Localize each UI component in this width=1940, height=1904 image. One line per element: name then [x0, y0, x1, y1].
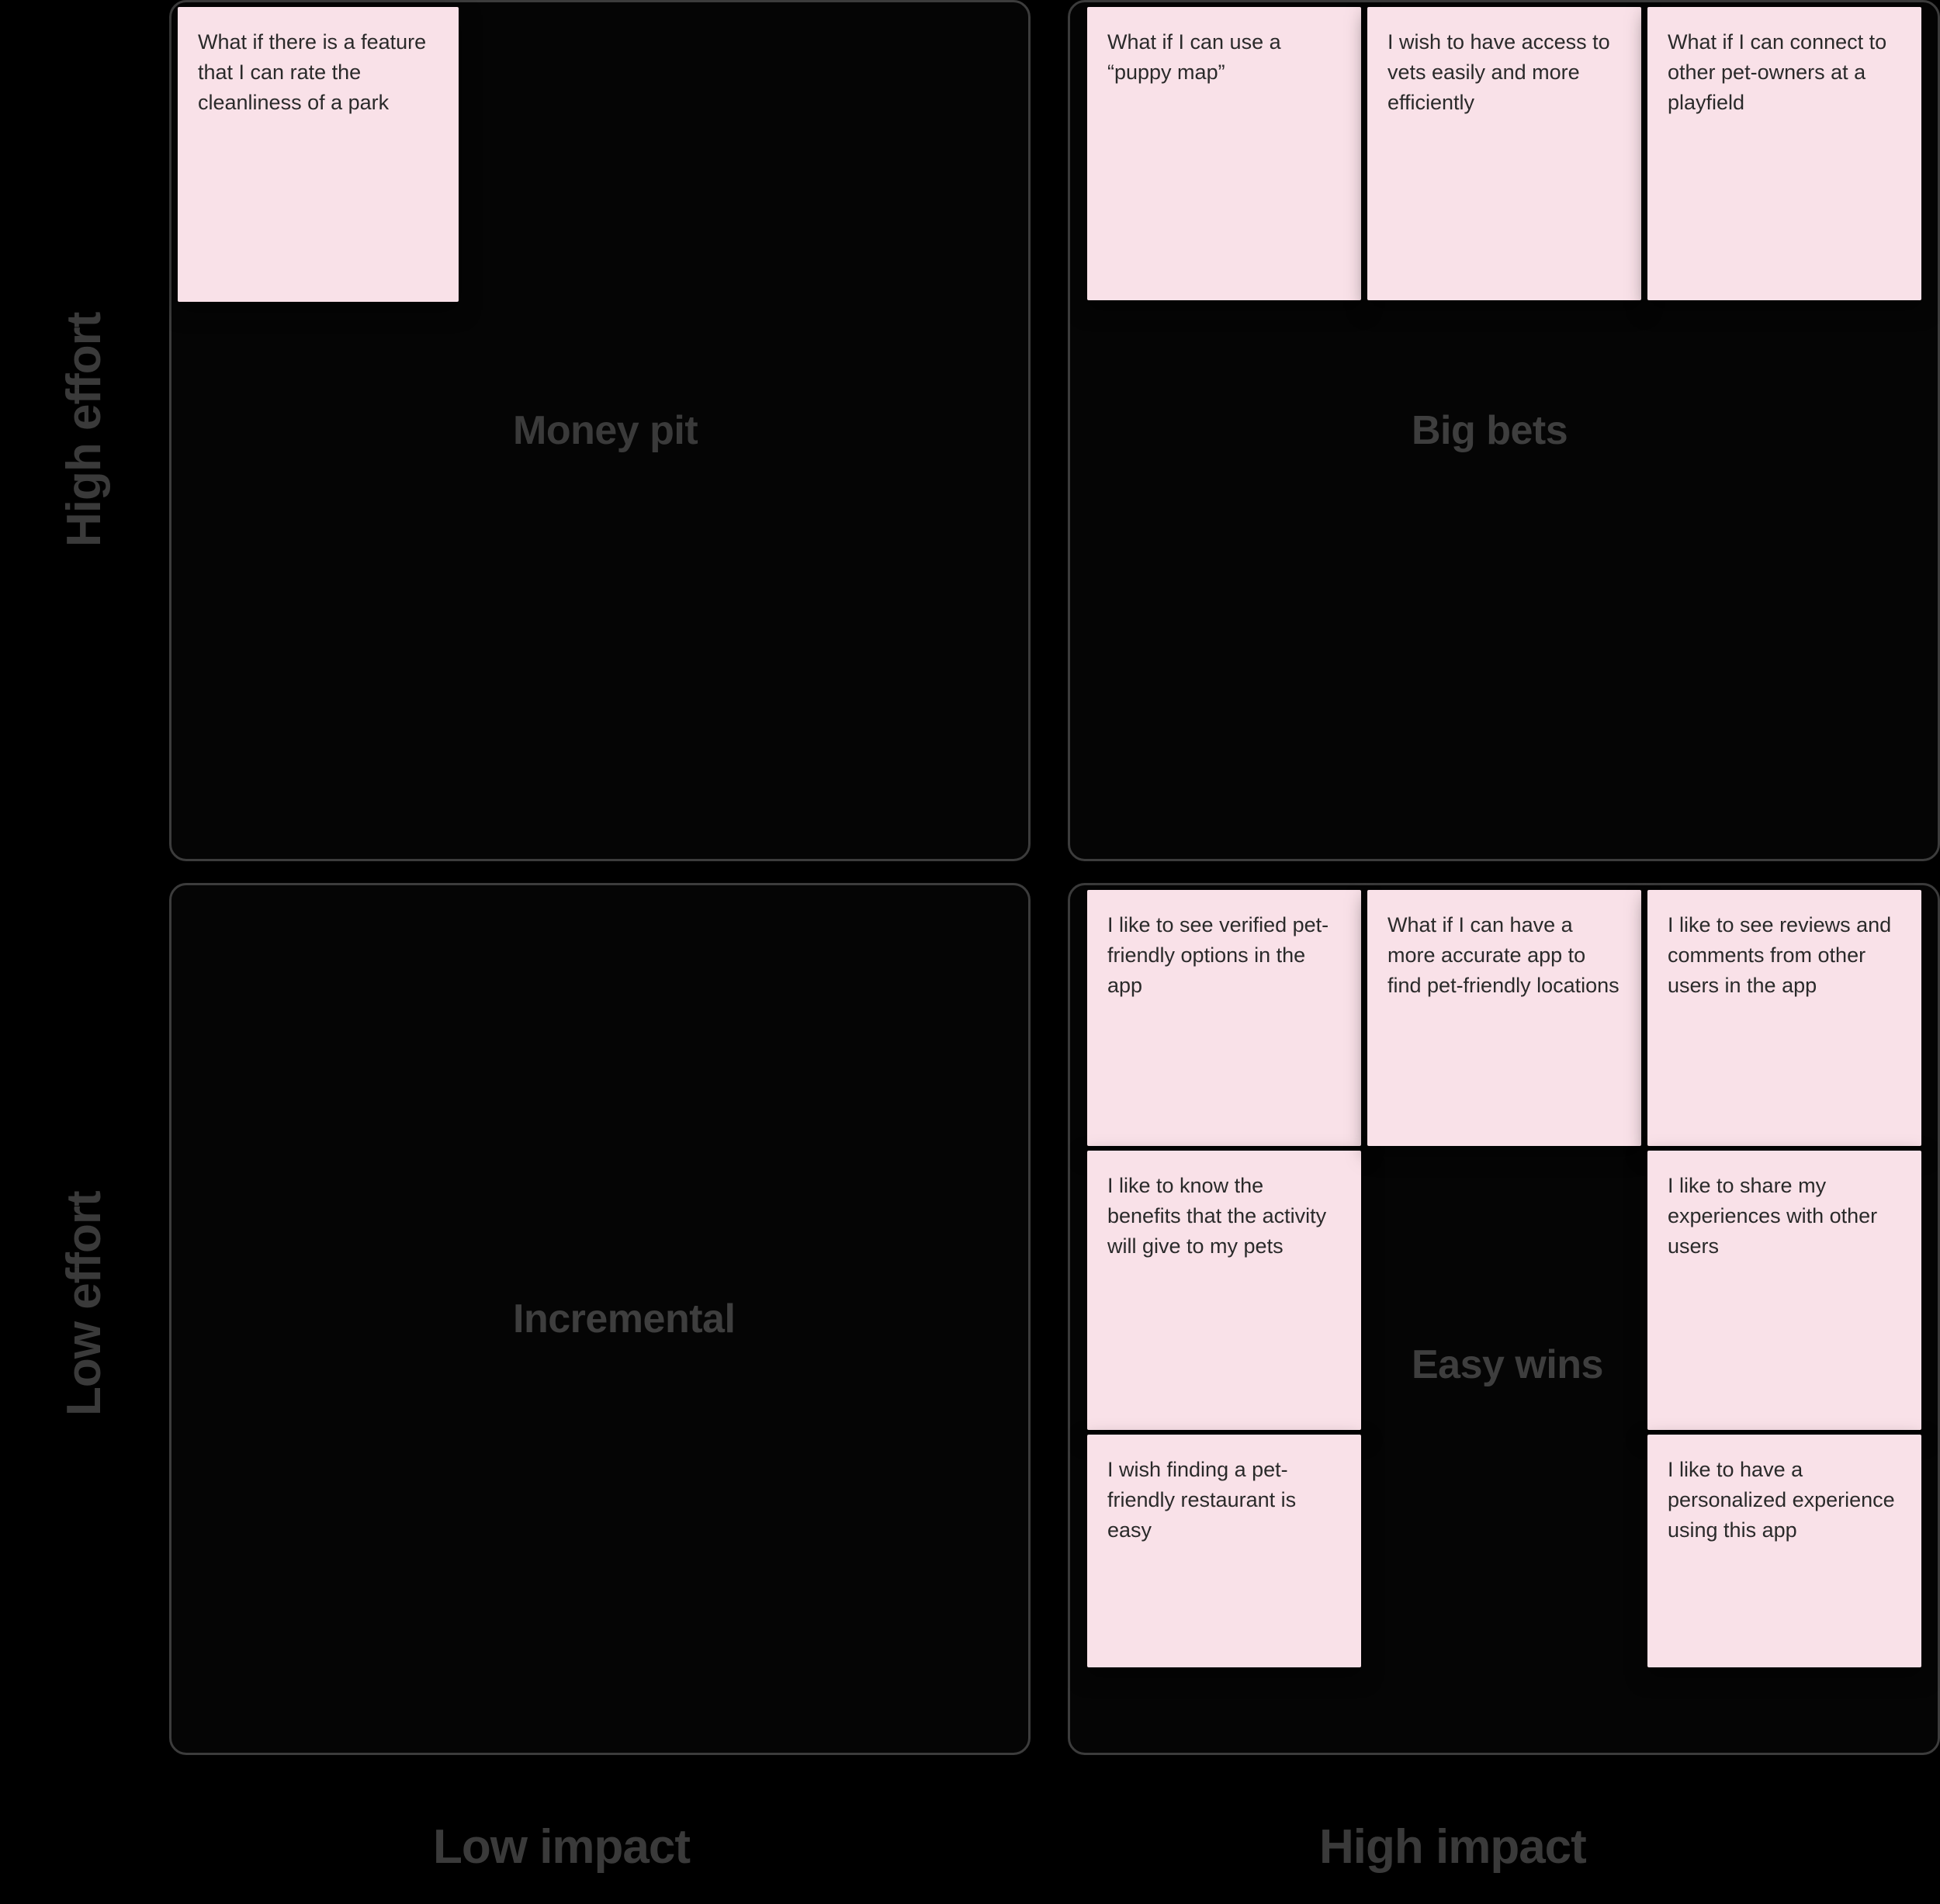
sticky-note[interactable]: I like to see reviews and comments from … — [1647, 890, 1921, 1146]
axis-label-high-impact: High impact — [1319, 1820, 1587, 1874]
note-group-money-pit: What if there is a feature that I can ra… — [178, 7, 459, 302]
sticky-note[interactable]: I wish to have access to vets easily and… — [1367, 7, 1641, 300]
axis-label-high-effort: High effort — [57, 312, 111, 547]
sticky-note[interactable]: I like to see verified pet-friendly opti… — [1087, 890, 1361, 1146]
sticky-note[interactable]: What if there is a feature that I can ra… — [178, 7, 459, 302]
note-column: I like to see verified pet-friendly opti… — [1087, 890, 1361, 1714]
quadrant-label-money-pit: Money pit — [513, 408, 698, 453]
quadrant-label-incremental: Incremental — [513, 1296, 736, 1341]
note-column: I like to see reviews and comments from … — [1647, 890, 1921, 1714]
sticky-note[interactable]: I like to have a personalized experience… — [1647, 1435, 1921, 1667]
axis-label-low-effort: Low effort — [57, 1191, 111, 1416]
quadrant-label-big-bets: Big bets — [1412, 408, 1568, 453]
quadrant-big-bets[interactable]: Big bets What if I can use a “puppy map”… — [1068, 0, 1940, 861]
axis-label-low-impact: Low impact — [433, 1820, 691, 1874]
note-column: What if I can have a more accurate app t… — [1367, 890, 1641, 1714]
sticky-note[interactable]: I like to share my experiences with othe… — [1647, 1151, 1921, 1430]
quadrant-incremental[interactable]: Incremental — [169, 883, 1031, 1755]
quadrant-easy-wins[interactable]: Easy wins I like to see verified pet-fri… — [1068, 883, 1940, 1755]
sticky-note[interactable]: What if I can have a more accurate app t… — [1367, 890, 1641, 1146]
impact-effort-matrix: Money pit What if there is a feature tha… — [169, 0, 1940, 1755]
note-group-easy-wins: I like to see verified pet-friendly opti… — [1087, 890, 1921, 1714]
note-group-big-bets: What if I can use a “puppy map” I wish t… — [1087, 7, 1921, 300]
sticky-note[interactable]: What if I can connect to other pet-owner… — [1647, 7, 1921, 300]
sticky-note[interactable]: I like to know the benefits that the act… — [1087, 1151, 1361, 1430]
sticky-note[interactable]: I wish finding a pet-friendly restaurant… — [1087, 1435, 1361, 1667]
quadrant-money-pit[interactable]: Money pit What if there is a feature tha… — [169, 0, 1031, 861]
sticky-note[interactable]: What if I can use a “puppy map” — [1087, 7, 1361, 300]
